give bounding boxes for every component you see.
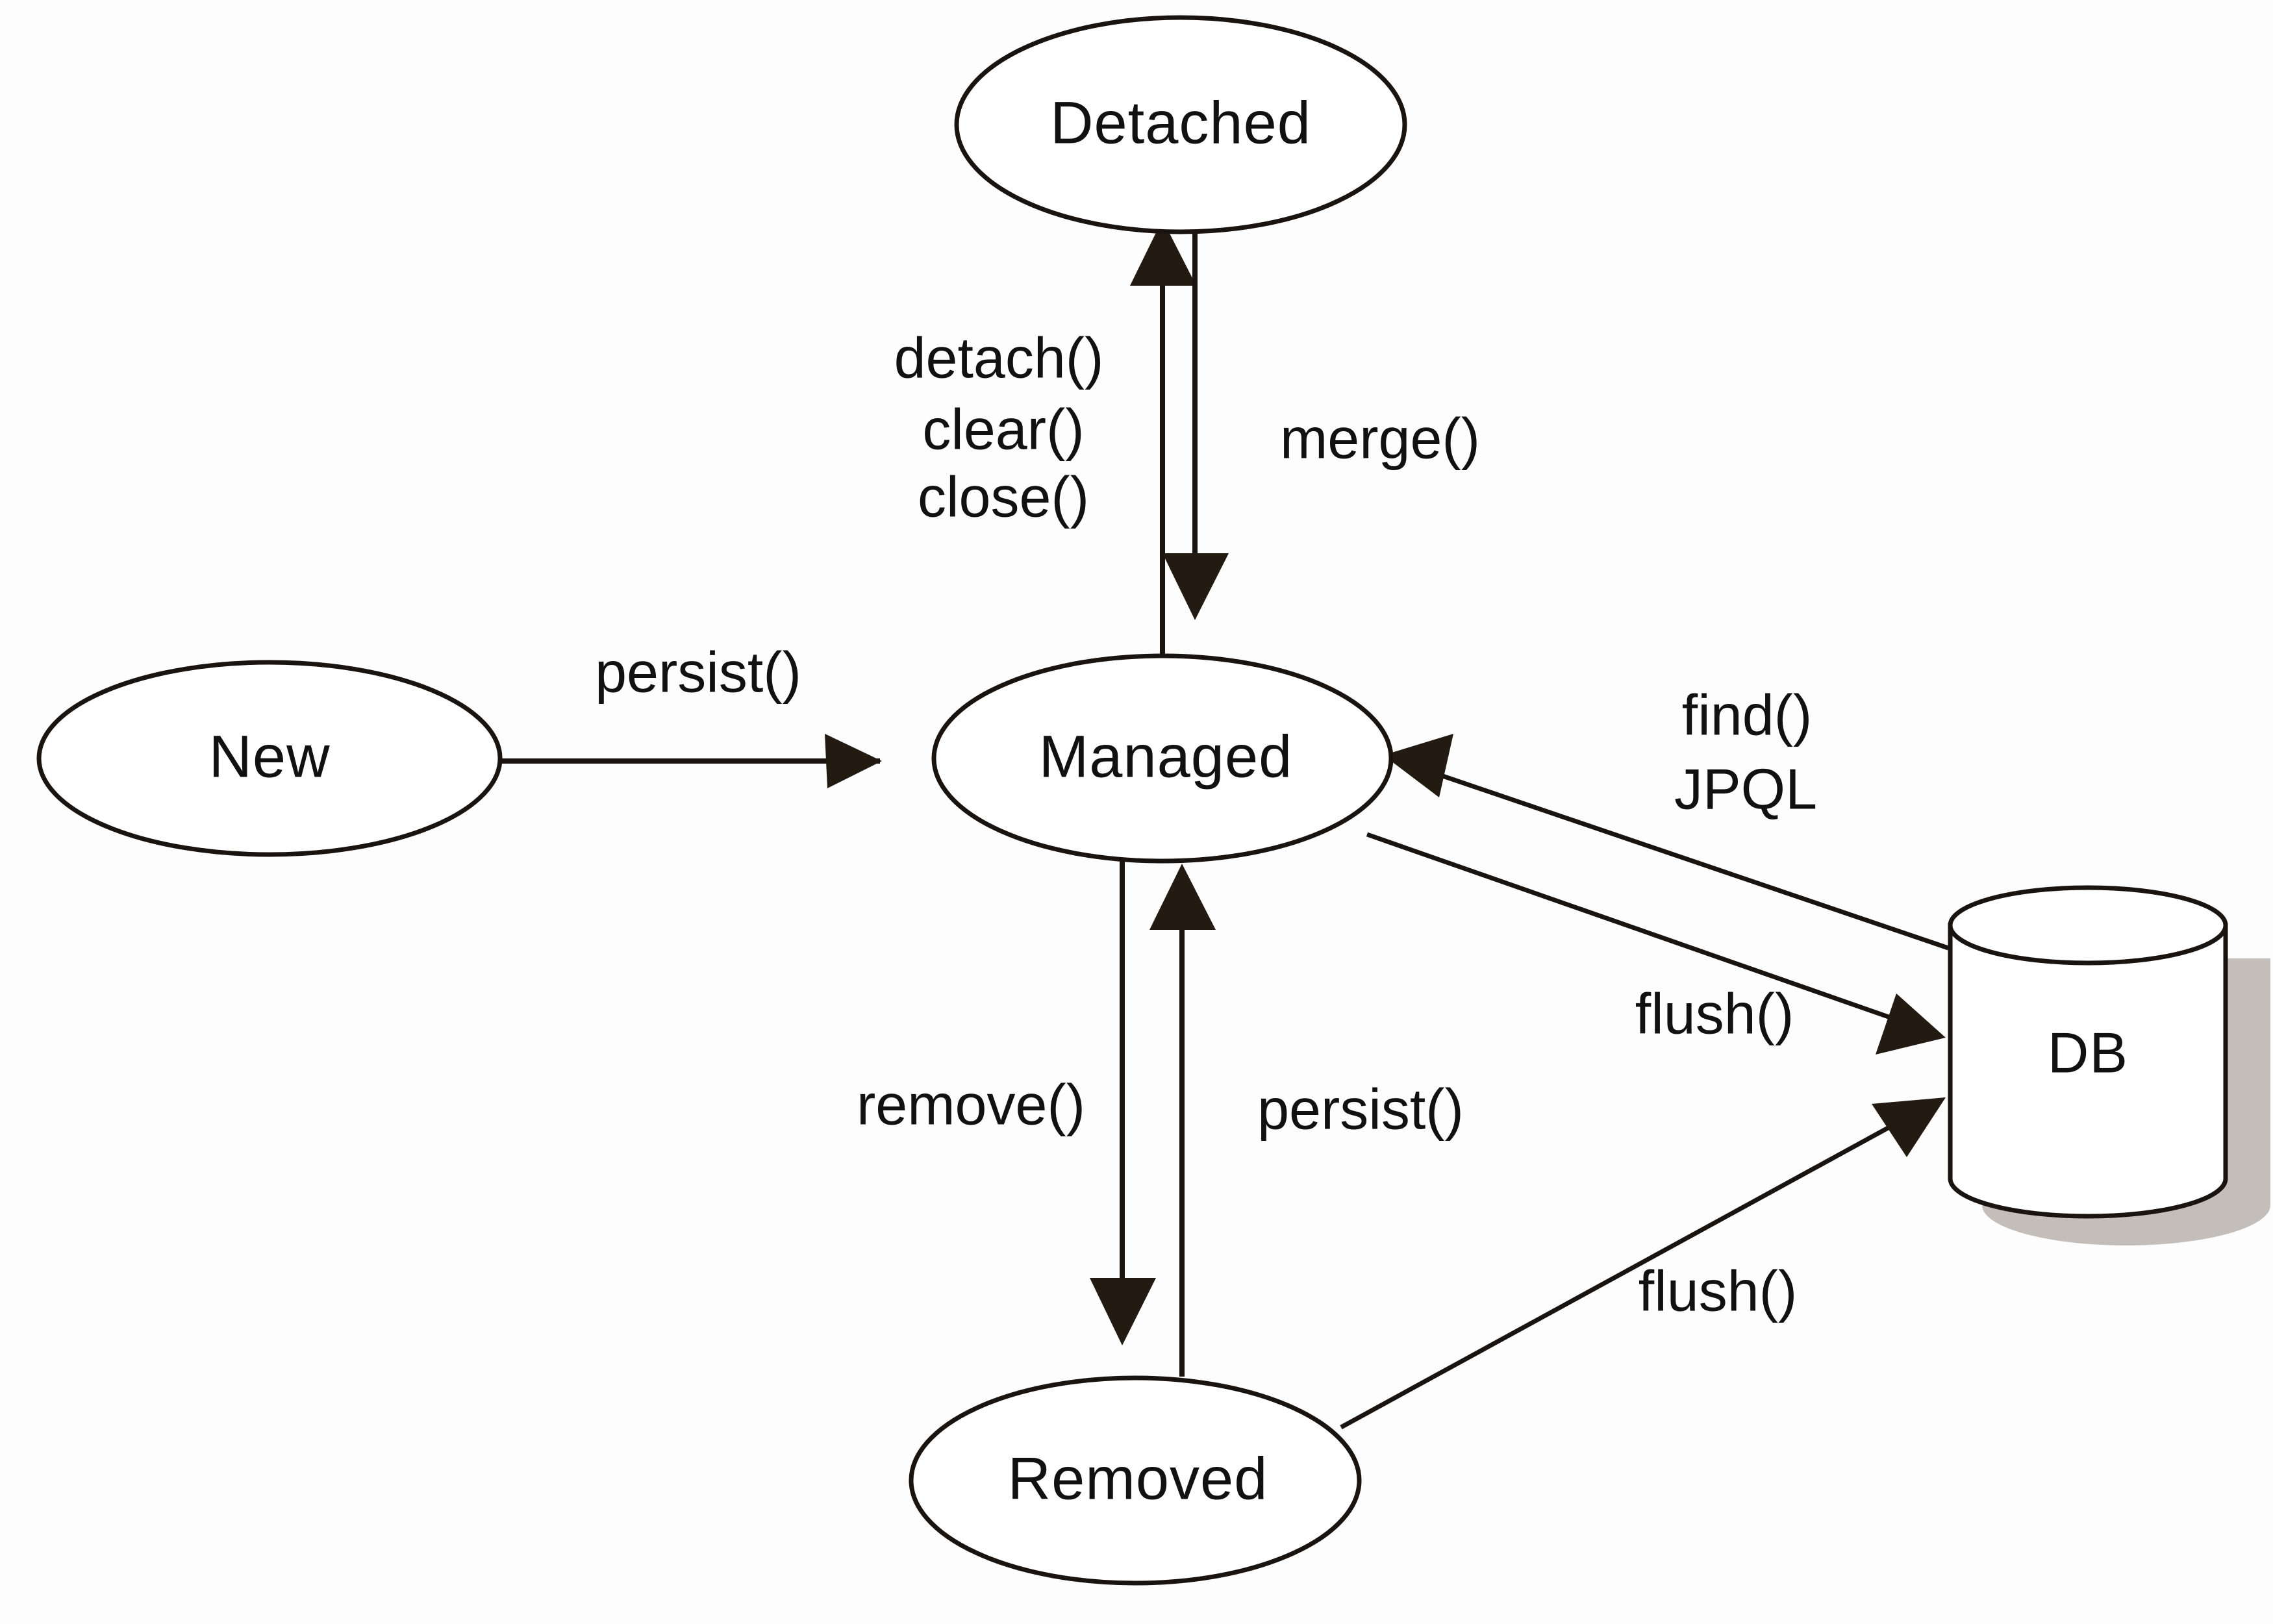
edge-line-managed-to-db: [1366, 832, 1901, 1023]
arrow-head-managed-to-detached: [1130, 219, 1196, 286]
node-db[interactable]: DB: [1948, 885, 2270, 1245]
arrow-head-removed-to-db: [1872, 1097, 1946, 1157]
edge-removed-to-db: [1340, 1097, 1946, 1430]
edge-label-detach: detach(): [894, 325, 1104, 390]
edge-managed-to-db: [1366, 832, 1946, 1055]
edge-db-to-managed: [1383, 734, 1950, 951]
node-detached[interactable]: Detached: [954, 15, 1407, 234]
edge-line-db-to-managed: [1424, 768, 1950, 951]
arrow-head-detached-to-managed: [1162, 553, 1229, 620]
node-removed-label: Removed: [1008, 1445, 1268, 1512]
node-detached-ellipse[interactable]: [954, 15, 1407, 234]
edge-new-to-managed: [501, 734, 882, 788]
node-db-label: DB: [2048, 1020, 2128, 1084]
edge-label-flush-managed: flush(): [1635, 981, 1794, 1045]
edge-label-close: close(): [918, 464, 1089, 529]
db-cylinder-top[interactable]: [1948, 885, 2228, 966]
node-managed[interactable]: Managed: [931, 653, 1394, 864]
arrow-head-managed-to-db: [1876, 993, 1946, 1055]
edge-removed-to-managed: [1149, 864, 1216, 1377]
node-managed-ellipse[interactable]: [931, 653, 1394, 864]
edge-label-jpql: JPQL: [1674, 756, 1817, 821]
edge-label-merge: merge(): [1280, 406, 1480, 470]
node-managed-label: Managed: [1039, 723, 1293, 790]
edge-label-find: find(): [1682, 682, 1813, 747]
edge-managed-to-detached: [1130, 219, 1196, 655]
edge-detached-to-managed: [1162, 216, 1229, 620]
node-new-label: New: [208, 723, 330, 790]
edge-label-clear: clear(): [922, 397, 1084, 461]
node-removed-ellipse[interactable]: [909, 1375, 1362, 1586]
node-removed[interactable]: Removed: [909, 1375, 1362, 1586]
edge-managed-to-removed: [1090, 856, 1156, 1345]
arrow-head-managed-to-removed: [1090, 1278, 1156, 1345]
arrow-head-removed-to-managed: [1149, 864, 1216, 930]
arrow-head-db-to-managed: [1383, 734, 1453, 797]
arrow-head-new-to-managed: [825, 734, 882, 788]
edge-label-flush-removed: flush(): [1639, 1258, 1798, 1323]
edge-label-persist-new: persist(): [595, 640, 801, 704]
node-new[interactable]: New: [36, 660, 503, 857]
edge-label-remove: remove(): [857, 1072, 1085, 1136]
db-cylinder-body[interactable]: [1948, 923, 2228, 1219]
node-detached-label: Detached: [1050, 90, 1311, 156]
edge-label-persist-removed: persist(): [1257, 1077, 1464, 1141]
node-new-ellipse[interactable]: [36, 660, 503, 857]
edge-line-removed-to-db: [1340, 1121, 1898, 1430]
